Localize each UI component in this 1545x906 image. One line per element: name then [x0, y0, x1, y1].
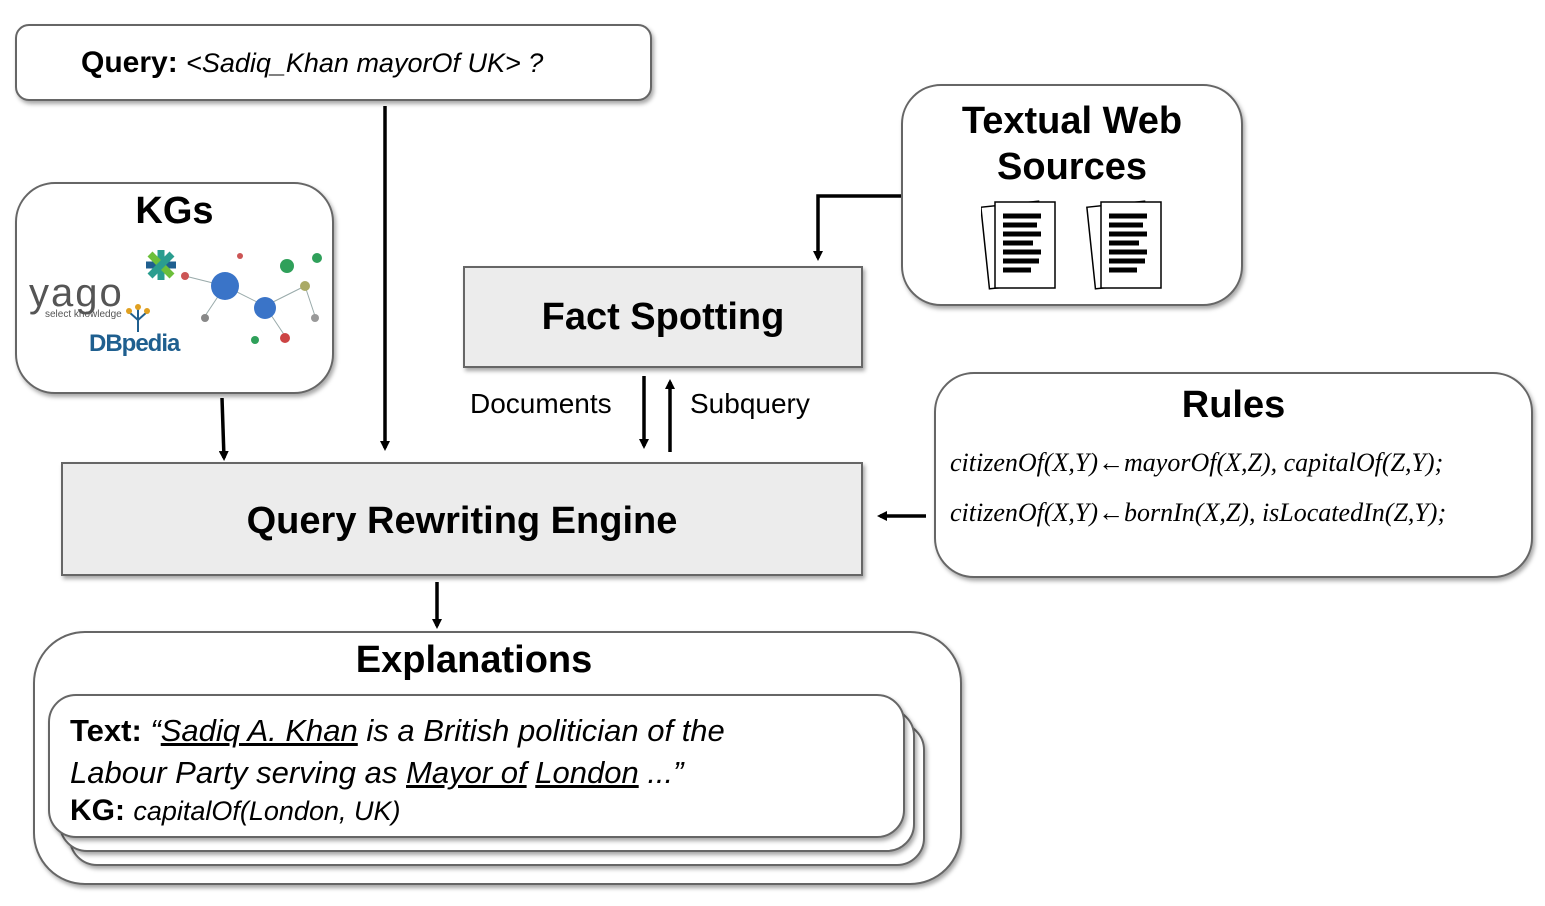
- rules-title: Rules: [1181, 384, 1286, 426]
- subquery-label: Subquery: [690, 388, 810, 419]
- entity-london: London: [535, 755, 639, 790]
- engine-label: Query Rewriting Engine: [246, 500, 678, 542]
- rule-2: citizenOf(X,Y)←bornIn(X,Z), isLocatedIn(…: [950, 498, 1447, 527]
- documents-label: Documents: [470, 388, 612, 419]
- entity-mayor-of: Mayor of: [406, 755, 527, 790]
- fact-spotting-box: Fact Spotting: [463, 266, 863, 368]
- query-rewriting-engine-box: Query Rewriting Engine: [61, 462, 863, 576]
- dbpedia-logo: DBpedia: [89, 330, 180, 357]
- quote-open: “: [150, 713, 161, 748]
- query-label: Query:: [81, 46, 178, 79]
- fact-spotting-label: Fact Spotting: [541, 296, 785, 338]
- sources-title-line2: Sources: [997, 146, 1147, 188]
- query-text: <Sadiq_Khan mayorOf UK> ?: [186, 48, 544, 78]
- yago-logo: yago: [29, 271, 124, 315]
- arrow-sources-to-factspotting: [813, 194, 902, 261]
- textual-web-sources-box: Textual Web Sources: [901, 84, 1243, 306]
- rules-box: Rules citizenOf(X,Y)←mayorOf(X,Z), capit…: [934, 372, 1533, 578]
- text-segment-1: is a British politician of the: [357, 713, 725, 748]
- dbpedia-tree-icon: [126, 304, 150, 332]
- text-segment-3: ...”: [638, 755, 684, 790]
- text-label: Text:: [70, 713, 142, 748]
- query-box: Query: <Sadiq_Khan mayorOf UK> ?: [15, 24, 652, 101]
- documents-icon: [981, 200, 1162, 290]
- kgs-box: KGs yago select knowledge DBpedia: [15, 182, 334, 394]
- entity-sadiq-khan: Sadiq A. Khan: [160, 713, 358, 748]
- explanation-card: Text: “Sadiq A. Khan is a British politi…: [48, 694, 905, 838]
- explanations-title: Explanations: [355, 639, 593, 681]
- kg-label: KG:: [70, 794, 125, 827]
- text-segment-2: Labour Party serving as: [70, 755, 407, 790]
- sources-title-line1: Textual Web: [961, 100, 1183, 142]
- yago-tagline: select knowledge: [45, 309, 122, 320]
- yago-asterisk-icon: [146, 250, 176, 280]
- kg-fact: capitalOf(London, UK): [133, 796, 401, 826]
- kgs-title: KGs: [135, 190, 214, 232]
- rule-1: citizenOf(X,Y)←mayorOf(X,Z), capitalOf(Z…: [950, 448, 1444, 477]
- arrow-kgs-to-engine: [218, 397, 229, 461]
- knowledge-graph-image: [146, 250, 322, 344]
